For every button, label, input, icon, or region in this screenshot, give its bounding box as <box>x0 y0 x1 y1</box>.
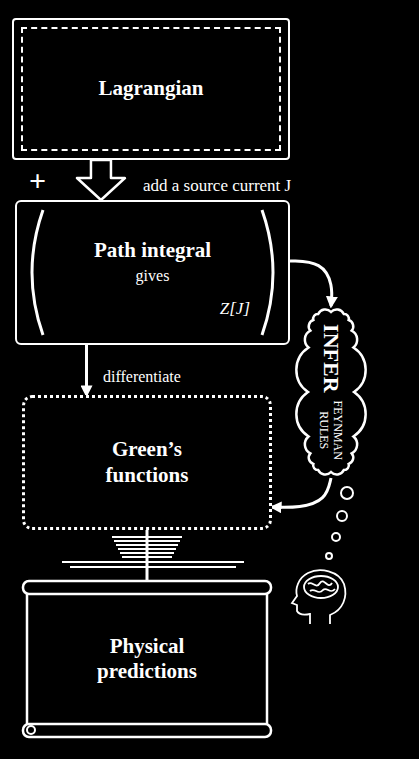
node-title: INFER <box>318 324 344 392</box>
rotated-text-group: INFER FEYNMAN RULES <box>317 324 346 460</box>
connector-arrow <box>146 530 149 580</box>
thought-bubble <box>332 533 340 541</box>
process-box: Green’s functions <box>22 395 272 530</box>
node-title: Physical predictions <box>82 634 212 684</box>
brain-folds <box>308 581 335 592</box>
thought-bubble <box>341 487 353 499</box>
scroll-roll <box>23 724 271 737</box>
plus-sign: + <box>26 163 49 199</box>
node-title: Green’s functions <box>87 437 207 487</box>
monitor-stand <box>62 537 244 567</box>
process-box: Lagrangian <box>12 18 290 160</box>
edge-label: add a source current J <box>140 176 294 196</box>
node-title: Path integral <box>94 238 211 263</box>
thought-bubble <box>337 511 347 521</box>
node-text: Z[J] <box>220 299 250 319</box>
thought-cloud: INFER FEYNMAN RULES <box>302 306 360 478</box>
brain-head-icon <box>292 570 345 624</box>
thought-bubble <box>326 553 332 559</box>
process-box: Path integral givesZ[J] <box>15 200 290 345</box>
connector-arrow <box>290 261 332 306</box>
stand-base <box>62 561 244 563</box>
scroll-body <box>27 588 267 730</box>
brain-outline <box>304 576 338 598</box>
connector-arrow <box>85 345 88 395</box>
edge-label: differentiate <box>100 367 184 386</box>
hollow-arrow <box>77 160 125 200</box>
cloud-shape <box>296 309 365 474</box>
left-bracket <box>32 210 43 335</box>
node-text: FEYNMAN RULES <box>317 401 346 460</box>
right-bracket <box>262 210 273 335</box>
node-text: gives <box>136 266 170 285</box>
stand-base <box>70 566 236 568</box>
connector-arrow <box>272 478 331 507</box>
thought-bubbles <box>326 487 353 559</box>
scroll-box: Physical predictions <box>22 580 272 738</box>
scroll-curl <box>27 726 35 734</box>
head-outline <box>292 570 345 624</box>
node-title: Lagrangian <box>98 76 203 101</box>
scroll-roll <box>23 581 271 594</box>
